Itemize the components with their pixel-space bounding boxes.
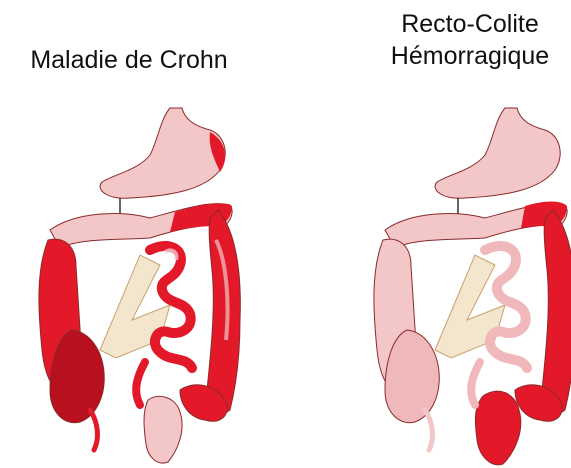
crohn-title-text: Maladie de Crohn — [30, 46, 227, 74]
rch-title-line-2: Hémorragique — [365, 40, 571, 72]
descending-colon — [206, 210, 240, 414]
crohn-title: Maladie de Crohn — [0, 44, 258, 76]
appendix — [425, 410, 432, 450]
stomach — [100, 108, 225, 198]
appendix — [90, 410, 97, 450]
crohn-illustration — [20, 100, 260, 468]
descending-colon — [541, 210, 571, 414]
rectum — [144, 396, 182, 463]
rectum — [475, 391, 520, 465]
stomach — [435, 108, 560, 198]
rch-illustration — [355, 100, 571, 468]
rch-title-line-1: Recto-Colite — [365, 8, 571, 40]
rch-digestive-tract-image — [355, 100, 571, 468]
rch-title: Recto-Colite Hémorragique — [365, 8, 571, 72]
crohn-digestive-tract-image — [20, 100, 260, 468]
